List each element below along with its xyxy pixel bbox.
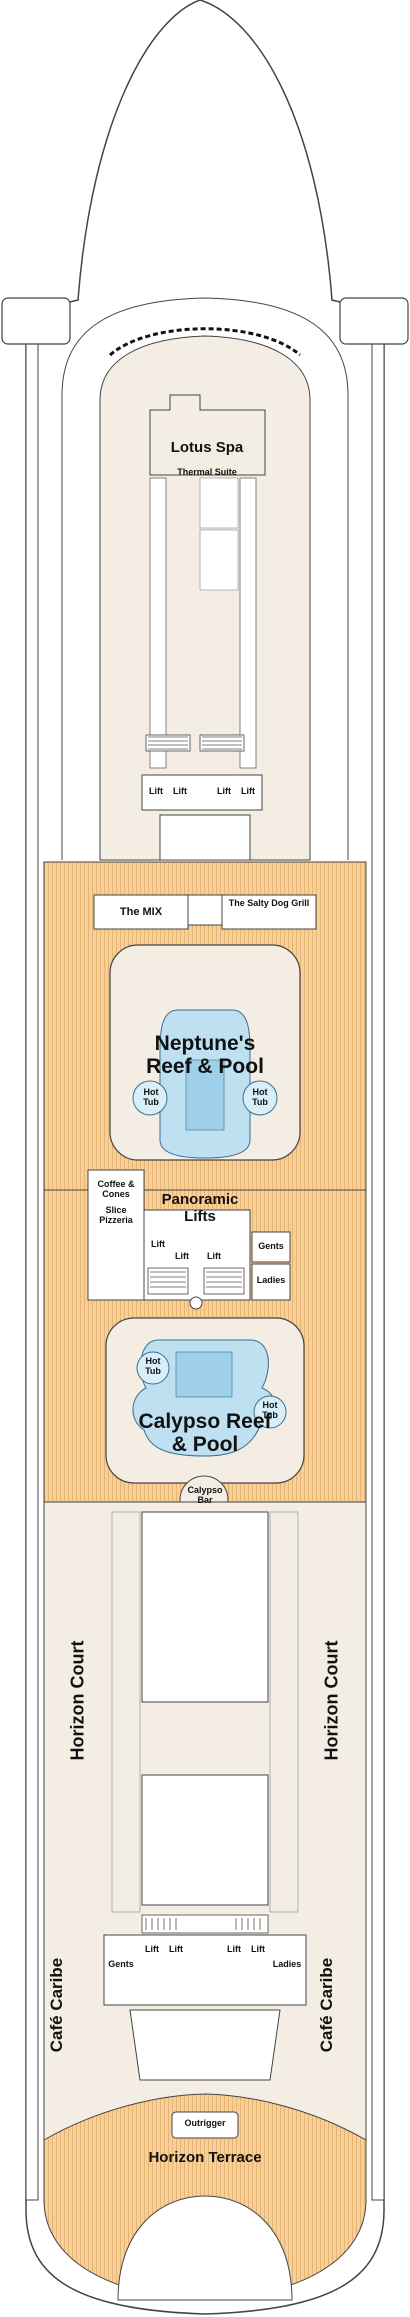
- the-mix-label: The MIX: [119, 906, 163, 918]
- spa-corridor-right: [239, 477, 257, 769]
- cafe-caribe-right-label: Café Caribe: [317, 1957, 336, 2053]
- terrace-cutout: [117, 2195, 293, 2301]
- forward-stairs: [145, 734, 245, 752]
- neptunes-reef-pool-label: Neptune's Reef & Pool: [146, 1032, 264, 1079]
- starboard-rail: [371, 308, 385, 2201]
- horizon-court-right-label: Horizon Court: [321, 1640, 342, 1761]
- salty-dog-grill-label: The Salty Dog Grill: [228, 898, 310, 908]
- calypso-pool-lane: [175, 1351, 233, 1398]
- aft-counter-left: [111, 1511, 141, 1913]
- neptunes-hot-tub-left-label: Hot Tub: [143, 1087, 159, 1107]
- central-service: [187, 894, 223, 926]
- aft-stairs: [141, 1914, 269, 1934]
- starboard-bridge-wing: [339, 297, 409, 345]
- dashed-arc-icon: [109, 327, 301, 357]
- cafe-caribe-left-label: Café Caribe: [47, 1957, 66, 2053]
- neptunes-hot-tub-right-label: Hot Tub: [252, 1087, 268, 1107]
- aft-lift-label-2: Lift: [169, 1944, 183, 1954]
- spa-room-a: [199, 477, 239, 529]
- lotus-spa-room: [149, 394, 266, 476]
- lift-label-3: Lift: [217, 786, 231, 796]
- midship-marker: [189, 1296, 203, 1310]
- neptunes-hot-tub-left: [132, 1080, 168, 1116]
- spa-room-b: [199, 529, 239, 591]
- thermal-suite-label: Thermal Suite: [177, 467, 237, 477]
- gents-room: [251, 1231, 291, 1263]
- horizon-terrace-label: Horizon Terrace: [148, 2149, 262, 2166]
- aft-ladies-label: Ladies: [272, 1959, 302, 1969]
- salty-dog-grill-room: [221, 894, 317, 930]
- calypso-hot-tub-left: [136, 1351, 170, 1385]
- lift-label-2: Lift: [173, 786, 187, 796]
- the-mix-room: [93, 894, 189, 930]
- midship-stairs: [147, 1267, 245, 1295]
- forward-lift-block: [141, 774, 263, 811]
- aft-stair-well: [129, 2009, 281, 2081]
- calypso-bar-label: Calypso Bar: [187, 1485, 223, 1505]
- spa-corridor-left: [149, 477, 167, 769]
- outrigger-label: Outrigger: [184, 2118, 226, 2128]
- neptunes-pool-lane: [185, 1059, 225, 1131]
- mid-lift-label-3: Lift: [207, 1251, 221, 1261]
- horizon-court-left-label: Horizon Court: [67, 1640, 88, 1761]
- neptunes-hot-tub-right: [242, 1080, 278, 1116]
- lotus-spa-label: Lotus Spa: [170, 439, 244, 456]
- aft-lift-block: [103, 1934, 307, 2006]
- forward-lobby: [159, 814, 251, 861]
- slice-pizzeria-label: Slice Pizzeria: [99, 1205, 133, 1225]
- aft-atrium-lower: [141, 1774, 269, 1906]
- aft-atrium-upper: [141, 1511, 269, 1703]
- calypso-hot-tub-right: [253, 1395, 287, 1429]
- calypso-hot-tub-right-label: Hot Tub: [262, 1400, 278, 1420]
- coffee-cones-label: Coffee & Cones: [97, 1179, 135, 1199]
- lift-label-1: Lift: [149, 786, 163, 796]
- aft-lift-label-4: Lift: [251, 1944, 265, 1954]
- aft-lift-label-1: Lift: [145, 1944, 159, 1954]
- gents-label: Gents: [258, 1241, 284, 1251]
- mid-lift-label-2: Lift: [175, 1251, 189, 1261]
- outrigger-counter: [171, 2111, 239, 2139]
- aft-gents-label: Gents: [108, 1959, 134, 1969]
- inner-hull: [61, 297, 349, 860]
- calypso-hot-tub-left-label: Hot Tub: [145, 1356, 161, 1376]
- mid-lift-label-1: Lift: [151, 1239, 165, 1249]
- lift-label-4: Lift: [241, 786, 255, 796]
- port-bridge-wing: [1, 297, 71, 345]
- ladies-room: [251, 1263, 291, 1301]
- coffee-cones-room: [87, 1169, 145, 1301]
- calypso-reef-pool-label: Calypso Reef & Pool: [138, 1410, 272, 1457]
- aft-lift-label-3: Lift: [227, 1944, 241, 1954]
- port-rail: [25, 308, 39, 2201]
- ladies-label: Ladies: [256, 1275, 286, 1285]
- panoramic-lifts-label: Panoramic Lifts: [161, 1191, 239, 1225]
- aft-counter-right: [269, 1511, 299, 1913]
